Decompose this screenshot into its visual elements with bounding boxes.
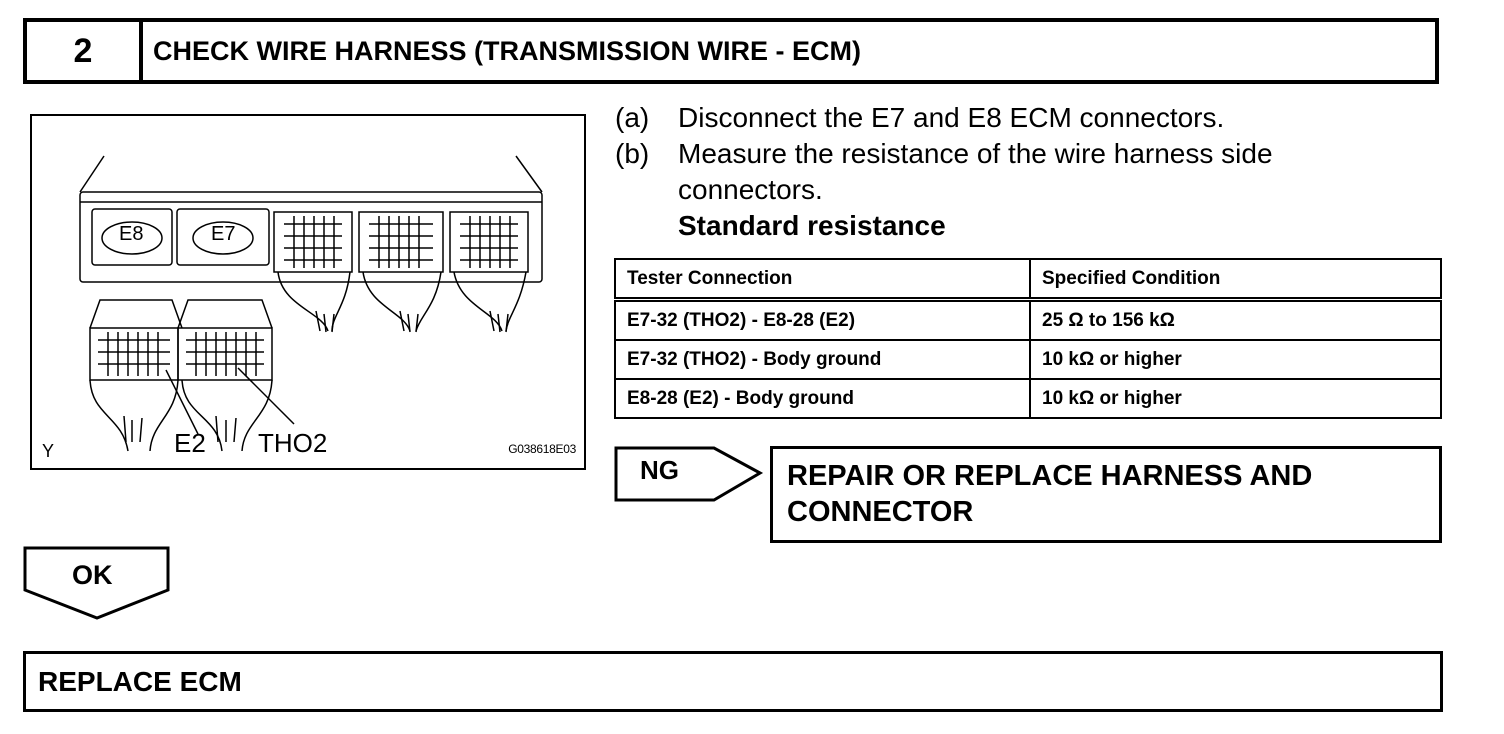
figure-corner-label: Y xyxy=(42,441,55,461)
instruction-a-text: Disconnect the E7 and E8 ECM connectors. xyxy=(678,102,1225,133)
connector-e7-label: E7 xyxy=(211,223,236,245)
ng-action-box: REPAIR OR REPLACE HARNESS AND CONNECTOR xyxy=(770,446,1442,543)
ng-arrow-icon xyxy=(614,446,764,502)
step-title: CHECK WIRE HARNESS (TRANSMISSION WIRE - … xyxy=(153,35,861,66)
table-cell: E8-28 (E2) - Body ground xyxy=(614,378,1031,419)
table-header: Tester Connection xyxy=(614,258,1031,302)
spec-table: Tester Connection Specified Condition E7… xyxy=(614,258,1442,419)
table-cell: 10 kΩ or higher xyxy=(1029,378,1442,419)
table-cell: E7-32 (THO2) - E8-28 (E2) xyxy=(614,298,1031,341)
table-cell: 25 Ω to 156 kΩ xyxy=(1029,298,1442,341)
table-row: E7-32 (THO2) - E8-28 (E2) 25 Ω to 156 kΩ xyxy=(614,298,1442,341)
table-cell: E7-32 (THO2) - Body ground xyxy=(614,339,1031,380)
step-number: 2 xyxy=(27,22,143,80)
table-header: Specified Condition xyxy=(1029,258,1442,302)
ok-label: OK xyxy=(72,560,113,590)
step-header: 2 CHECK WIRE HARNESS (TRANSMISSION WIRE … xyxy=(23,18,1439,84)
instruction-b: (b) Measure the resistance of the wire h… xyxy=(615,136,1435,208)
ng-label: NG xyxy=(640,455,679,485)
figure-code: G038618E03 xyxy=(508,442,576,456)
callout-e2: E2 xyxy=(174,428,206,458)
ecm-connector-drawing xyxy=(79,155,543,452)
ok-arrow-icon xyxy=(23,546,170,620)
spec-title: Standard resistance xyxy=(678,210,946,241)
instructions: (a) Disconnect the E7 and E8 ECM connect… xyxy=(615,100,1435,244)
instruction-a-key: (a) xyxy=(615,102,650,133)
instruction-b-text: Measure the resistance of the wire harne… xyxy=(678,138,1273,205)
connector-illustration: E8 E7 E2 THO2 Y G038618E03 xyxy=(30,114,586,470)
instruction-a: (a) Disconnect the E7 and E8 ECM connect… xyxy=(615,100,1435,136)
table-cell: 10 kΩ or higher xyxy=(1029,339,1442,380)
table-row: E8-28 (E2) - Body ground 10 kΩ or higher xyxy=(614,378,1442,419)
table-header-row: Tester Connection Specified Condition xyxy=(614,258,1442,302)
callout-tho2: THO2 xyxy=(258,428,328,458)
table-row: E7-32 (THO2) - Body ground 10 kΩ or high… xyxy=(614,339,1442,380)
instruction-b-key: (b) xyxy=(615,138,650,169)
connector-e8-label: E8 xyxy=(119,223,144,245)
ok-action-box: REPLACE ECM xyxy=(23,651,1443,712)
